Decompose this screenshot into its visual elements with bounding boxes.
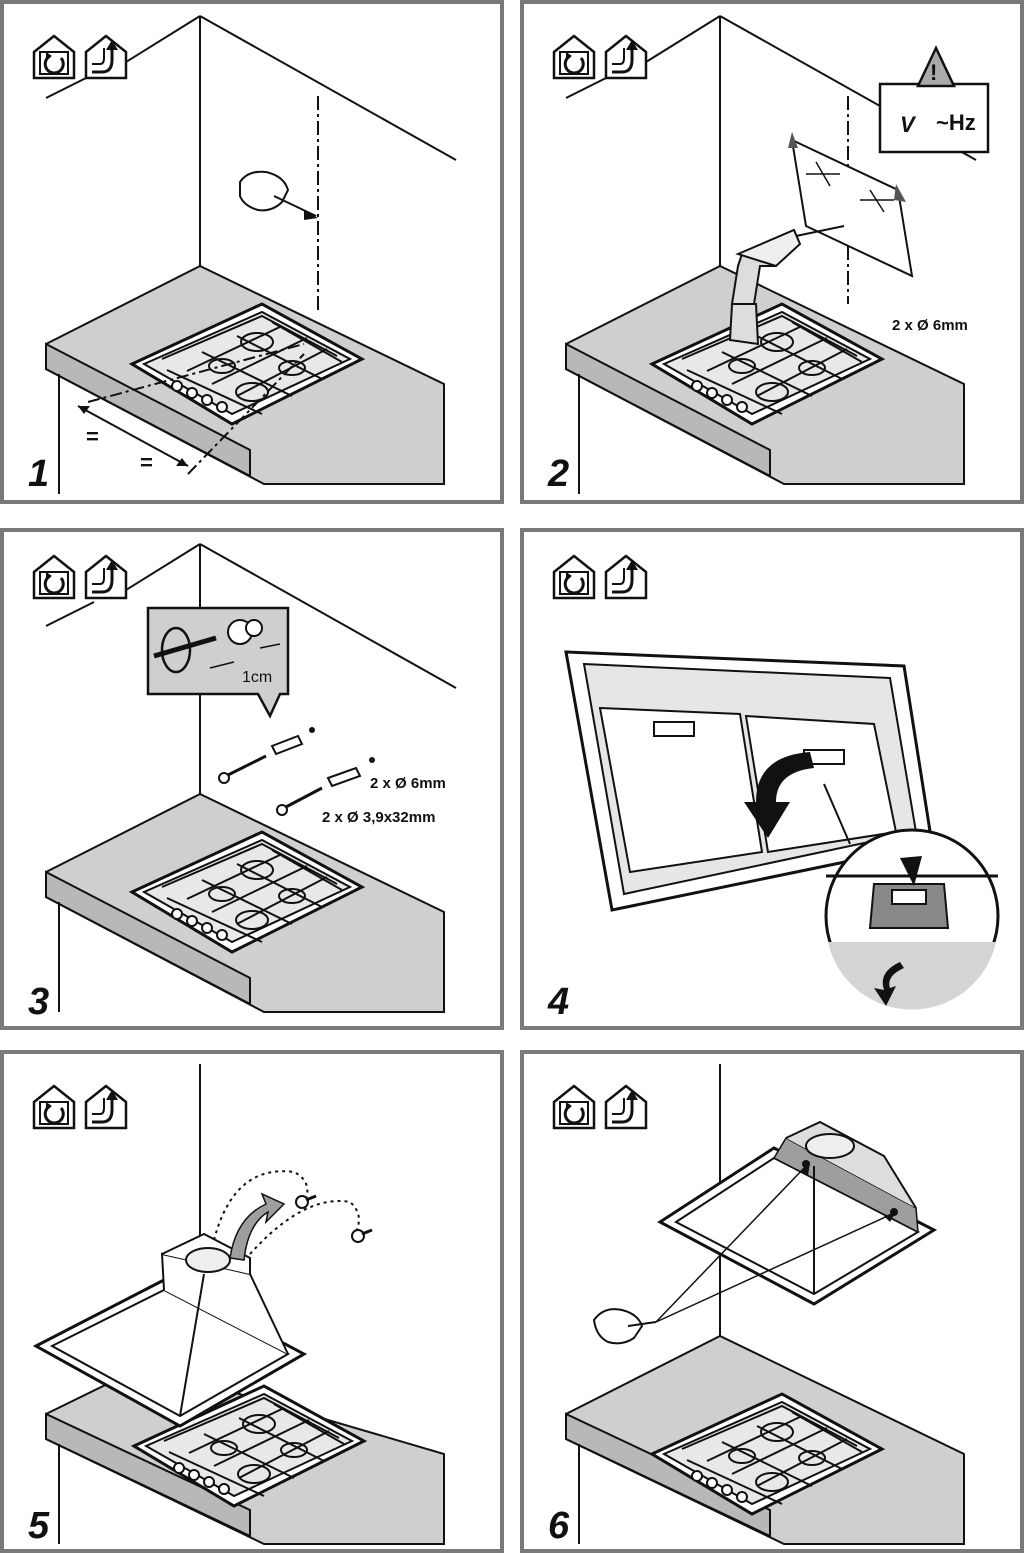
step-number: 3 bbox=[28, 981, 49, 1023]
hand-pencil-icon bbox=[239, 170, 318, 220]
recirculation-house-icon bbox=[32, 554, 76, 600]
extraction-house-icon bbox=[604, 34, 648, 80]
screw-icon bbox=[295, 1194, 373, 1243]
lift-arrow-icon bbox=[229, 1192, 286, 1261]
extraction-house-icon bbox=[604, 1084, 648, 1130]
recirculation-house-icon bbox=[32, 1084, 76, 1130]
step-panel-5: 5 bbox=[0, 1050, 504, 1553]
step-3-illustration: 1cm 2 x Ø 6mm 2 x Ø 3,9x32mm 3 bbox=[28, 543, 457, 1023]
step-4-illustration: 4 bbox=[547, 554, 1000, 1023]
drill-hole-spec: 2 x Ø 6mm bbox=[892, 317, 968, 334]
step-number: 2 bbox=[547, 453, 569, 495]
step-number: 5 bbox=[28, 1505, 50, 1547]
screw-spec: 2 x Ø 3,9x32mm bbox=[322, 809, 435, 826]
step-panel-4: 4 bbox=[520, 528, 1024, 1030]
step-panel-3: 1cm 2 x Ø 6mm 2 x Ø 3,9x32mm 3 bbox=[0, 528, 504, 1030]
drill-icon bbox=[728, 225, 845, 346]
cooker-hood-icon bbox=[657, 1120, 938, 1306]
hand-pencil-icon bbox=[592, 1308, 657, 1345]
recirculation-house-icon bbox=[552, 554, 596, 600]
plug-spec: 2 x Ø 6mm bbox=[370, 775, 446, 792]
step-1-illustration: = = 1 bbox=[28, 15, 457, 495]
step-5-illustration: 5 bbox=[28, 1064, 445, 1547]
step-panel-6: 6 bbox=[520, 1050, 1024, 1553]
screw-icon bbox=[218, 754, 323, 816]
extraction-house-icon bbox=[604, 554, 648, 600]
cooker-hood-icon bbox=[32, 1232, 308, 1428]
extraction-house-icon bbox=[84, 554, 128, 600]
step-number: 1 bbox=[28, 453, 49, 495]
equal-mark-left: = bbox=[86, 424, 99, 449]
step-panel-2: ! V ~Hz 2 x Ø 6mm 2 bbox=[520, 0, 1024, 504]
frequency-label: ~Hz bbox=[936, 110, 976, 135]
step-number: 4 bbox=[547, 981, 569, 1023]
equal-mark-right: = bbox=[140, 450, 153, 475]
warning-symbol: ! bbox=[930, 60, 937, 85]
extraction-house-icon bbox=[84, 34, 128, 80]
wall-plug-icon bbox=[270, 727, 375, 788]
step-6-illustration: 6 bbox=[548, 1064, 965, 1547]
recirculation-house-icon bbox=[32, 34, 76, 80]
extraction-house-icon bbox=[84, 1084, 128, 1130]
step-number: 6 bbox=[548, 1505, 570, 1547]
filter-remove-arrow-icon bbox=[744, 752, 814, 838]
step-2-illustration: ! V ~Hz 2 x Ø 6mm 2 bbox=[547, 15, 990, 495]
recirculation-house-icon bbox=[552, 34, 596, 80]
voltage-label: V bbox=[900, 112, 917, 137]
recirculation-house-icon bbox=[552, 1084, 596, 1130]
step-panel-1: = = 1 bbox=[0, 0, 504, 504]
depth-label: 1cm bbox=[242, 669, 272, 686]
